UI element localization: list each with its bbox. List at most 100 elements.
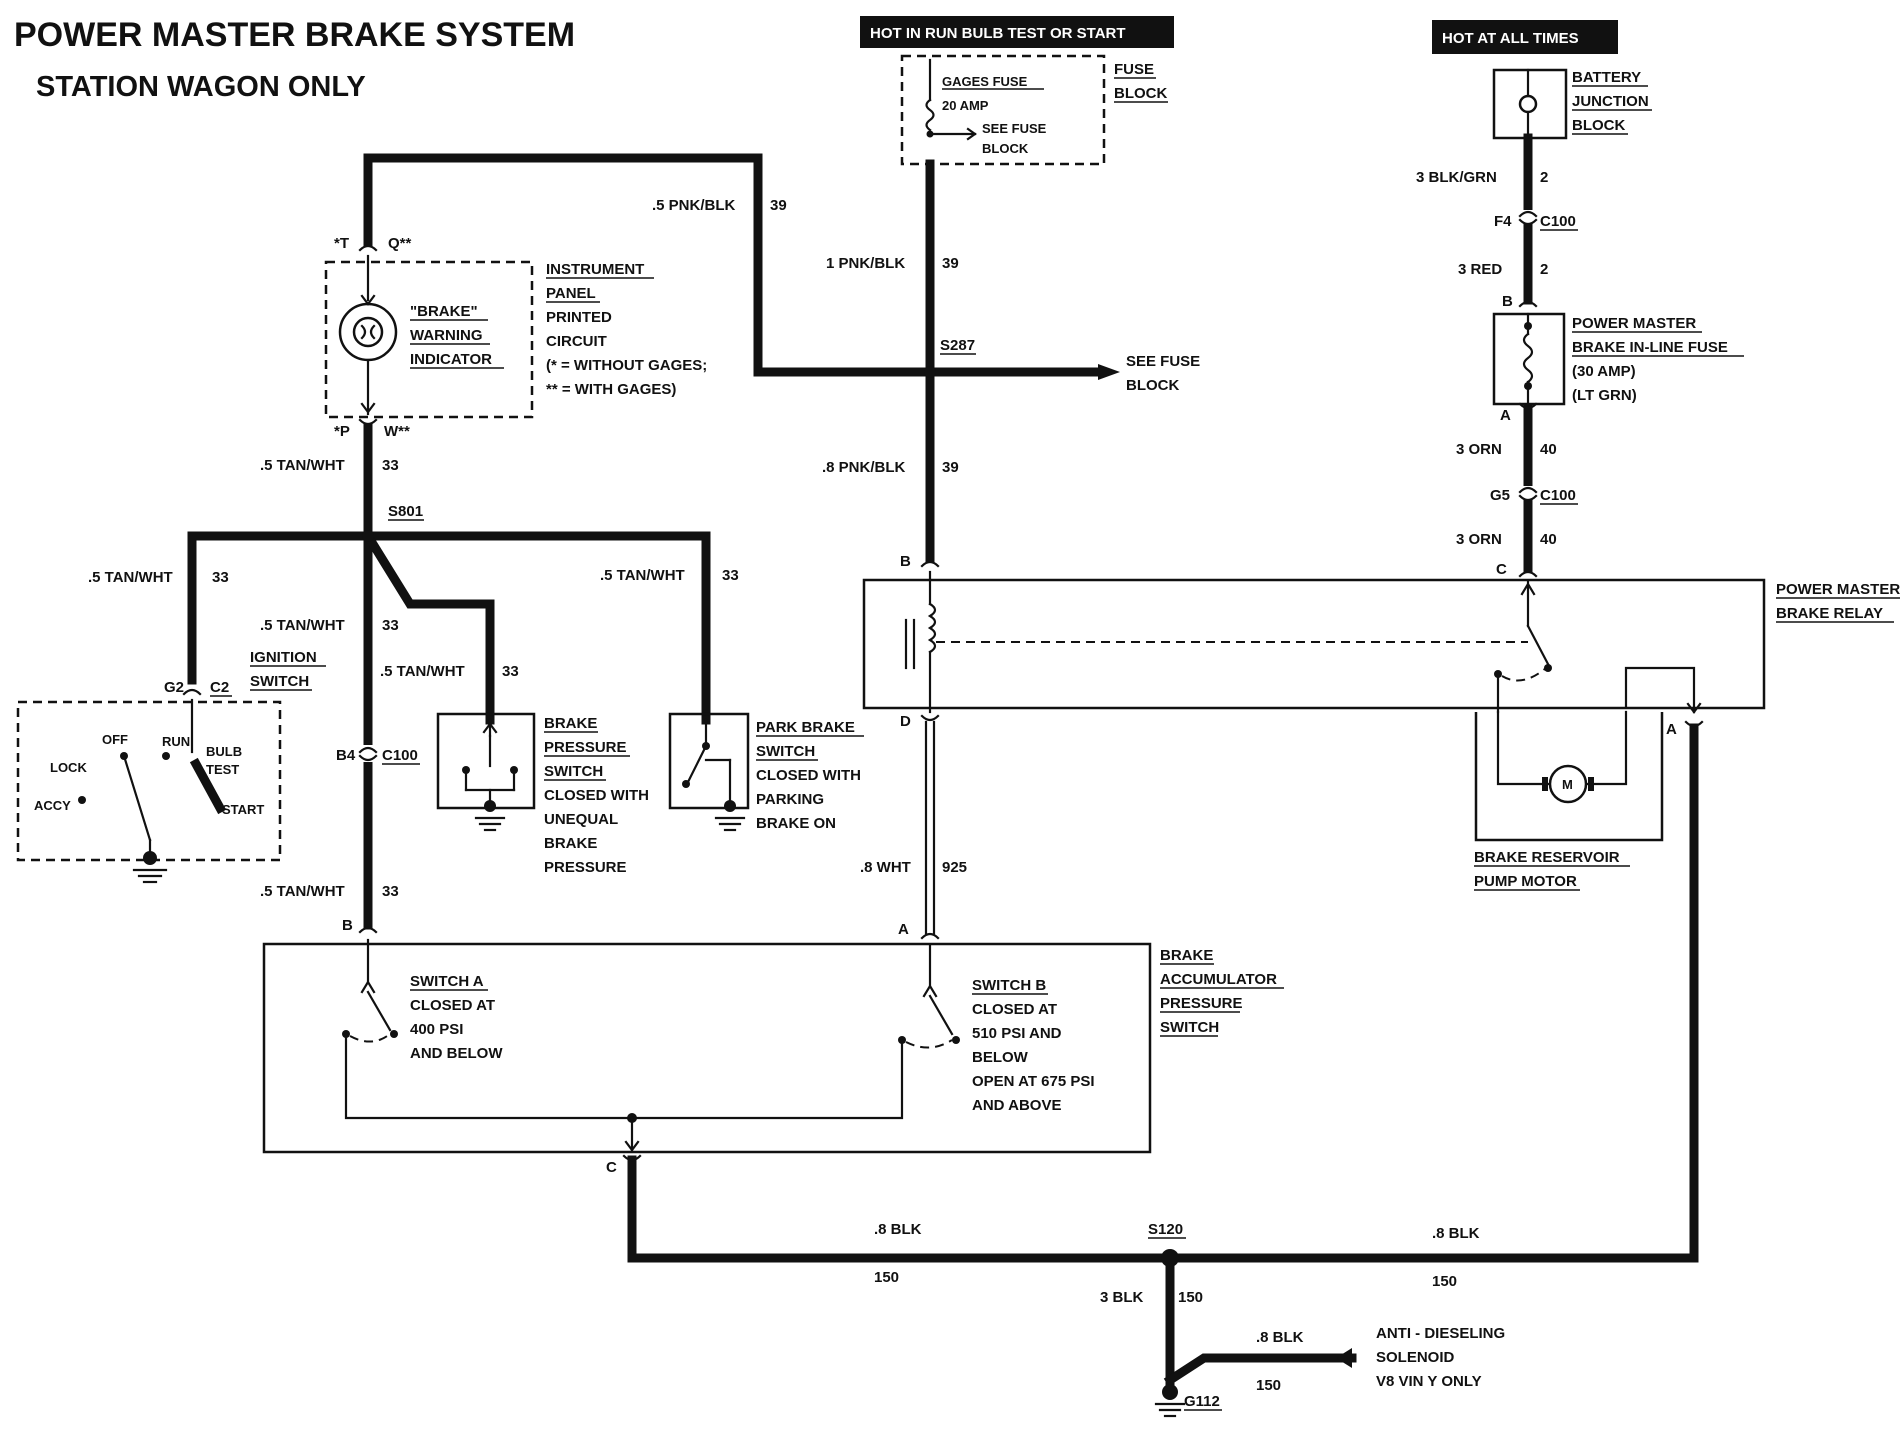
relay-label1: POWER MASTER (1776, 581, 1900, 598)
hot-always-badge (1432, 20, 1618, 54)
conn-g5: G5 (1490, 487, 1510, 504)
gages-fuse-label: GAGES FUSE (942, 74, 1028, 89)
accumulator-label4: SWITCH (1160, 1019, 1219, 1036)
hot-always-label: HOT AT ALL TIMES (1442, 30, 1579, 47)
panel-label1: INSTRUMENT (546, 261, 644, 278)
wire-red: 3 RED (1458, 261, 1502, 278)
brake-reservoir-pump-motor: M (1474, 710, 1664, 842)
conn-relay-b: B (900, 553, 911, 570)
wire-tan-wht-c: .5 TAN/WHT (600, 567, 685, 584)
switch-b-label1: SWITCH B (972, 977, 1046, 994)
conn-b4: B4 (336, 747, 356, 764)
brake-pressure-switch (436, 712, 536, 832)
indicator-label3: INDICATOR (410, 351, 492, 368)
relay-label2: BRAKE RELAY (1776, 605, 1883, 622)
see-fuse-label2: BLOCK (1126, 377, 1179, 394)
wire-tan-wht-b: .5 TAN/WHT (88, 569, 173, 586)
accumulator-label1: BRAKE (1160, 947, 1213, 964)
splice-s120-label: S120 (1148, 1221, 1183, 1238)
wire-150-b: 150 (1432, 1273, 1457, 1290)
bps-label5: UNEQUAL (544, 811, 618, 828)
wire-33-e: 33 (502, 663, 519, 680)
bps-label6: BRAKE (544, 835, 597, 852)
battery-label3: BLOCK (1572, 117, 1625, 134)
accumulator-label3: PRESSURE (1160, 995, 1243, 1012)
diagram-subtitle: STATION WAGON ONLY (36, 71, 366, 103)
connector-symbols (182, 210, 1704, 1162)
conn-fuse-a: A (1500, 407, 1511, 424)
wire-tan-wht-a: .5 TAN/WHT (260, 457, 345, 474)
anti-dieseling-label2: SOLENOID (1376, 1349, 1455, 1366)
bps-label1: BRAKE (544, 715, 597, 732)
wire-150-c: 150 (1178, 1289, 1203, 1306)
wire-wht: .8 WHT (860, 859, 911, 876)
conn-c100-b: C100 (1540, 487, 1576, 504)
bps-label7: PRESSURE (544, 859, 627, 876)
conn-w: W** (384, 423, 410, 440)
diagram-title: POWER MASTER BRAKE SYSTEM (14, 16, 575, 54)
wire-orn-b: 3 ORN (1456, 531, 1502, 548)
wire-33-f: 33 (382, 883, 399, 900)
switch-a-label3: 400 PSI (410, 1021, 463, 1038)
ground-g112 (1154, 1384, 1186, 1418)
indicator-label1: "BRAKE" (410, 303, 478, 320)
conn-acc-c: C (606, 1159, 617, 1176)
ign-lock: LOCK (50, 760, 87, 775)
wire-925: 925 (942, 859, 967, 876)
wire-33-a: 33 (382, 457, 399, 474)
conn-p: *P (334, 423, 350, 440)
hot-run-badge (860, 16, 1174, 48)
wire-33-c: 33 (722, 567, 739, 584)
anti-dieseling-label1: ANTI - DIESELING (1376, 1325, 1505, 1342)
hot-run-label: HOT IN RUN BULB TEST OR START (870, 25, 1126, 42)
ignition-switch: OFF RUN BULB TEST LOCK ACCY START (16, 698, 282, 884)
inline-fuse-label3: (30 AMP) (1572, 363, 1636, 380)
switch-a-label2: CLOSED AT (410, 997, 495, 1014)
conn-fuse-b: B (1502, 293, 1513, 310)
ign-run: RUN (162, 734, 190, 749)
accumulator-label2: ACCUMULATOR (1160, 971, 1277, 988)
panel-label5: (* = WITHOUT GAGES; (546, 357, 707, 374)
ground-g112-label: G112 (1184, 1393, 1220, 1410)
panel-label2: PANEL (546, 285, 596, 302)
pbs-label4: PARKING (756, 791, 824, 808)
splice-s120 (1161, 1249, 1179, 1267)
wire-orn-a: 3 ORN (1456, 441, 1502, 458)
conn-c100-c: C100 (382, 747, 418, 764)
bps-label2: PRESSURE (544, 739, 627, 756)
fuse-block-label1: FUSE (1114, 61, 1154, 78)
pbs-label3: CLOSED WITH (756, 767, 861, 784)
conn-relay-c: C (1496, 561, 1507, 578)
wire-blk3: 3 BLK (1100, 1289, 1144, 1306)
splice-s801 (362, 530, 374, 542)
conn-t: *T (334, 235, 349, 252)
conn-g2: G2 (164, 679, 184, 696)
wire-blk8-b: .8 BLK (1432, 1225, 1480, 1242)
battery-label2: JUNCTION (1572, 93, 1649, 110)
brake-accumulator-switch (262, 938, 1152, 1154)
white-wire (924, 720, 936, 936)
splice-s287 (924, 366, 936, 378)
battery-junction-block: BATTERY JUNCTION BLOCK (1492, 68, 1652, 140)
fuse-see1: SEE FUSE (982, 121, 1047, 136)
motor-label1: BRAKE RESERVOIR (1474, 849, 1620, 866)
inline-fuse (1492, 312, 1566, 406)
motor-m: M (1562, 777, 1573, 792)
ign-bulb: BULB (206, 744, 242, 759)
ign-start: START (222, 802, 264, 817)
wire-150-d: 150 (1256, 1377, 1281, 1394)
wire-tan-wht-e: .5 TAN/WHT (380, 663, 465, 680)
splice-s801-label: S801 (388, 503, 423, 520)
fuse-block-label2: BLOCK (1114, 85, 1167, 102)
ignition-label2: SWITCH (250, 673, 309, 690)
see-fuse-arrow (1098, 364, 1120, 380)
ignition-label1: IGNITION (250, 649, 317, 666)
switch-a-label4: AND BELOW (410, 1045, 503, 1062)
conn-relay-a: A (1666, 721, 1677, 738)
gages-fuse-block: GAGES FUSE 20 AMP SEE FUSE BLOCK FUSE BL… (900, 54, 1168, 166)
conn-f4: F4 (1494, 213, 1512, 230)
wire-33-b: 33 (212, 569, 229, 586)
switch-a-label1: SWITCH A (410, 973, 484, 990)
wire-40-b: 40 (1540, 531, 1557, 548)
wire-33-d: 33 (382, 617, 399, 634)
